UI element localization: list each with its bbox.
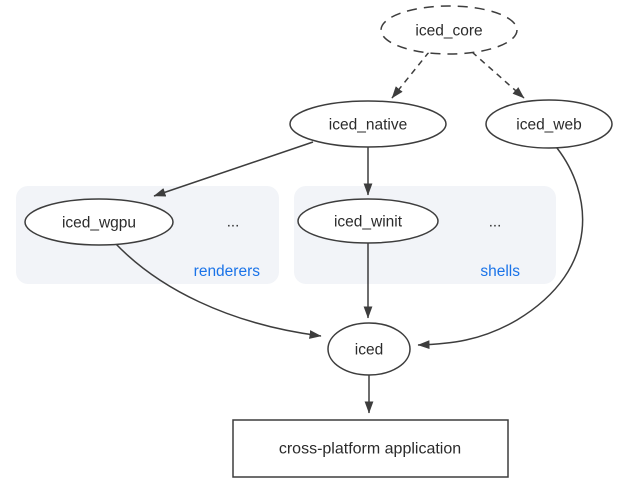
renderers-group-label: renderers [194,263,261,280]
edge-iced_native-to-iced_wgpu [153,141,314,197]
iced_wgpu-ellipse [24,198,174,246]
iced_web-ellipse [485,99,613,149]
edge-iced_web-to-iced [417,147,584,350]
renderers-ellipsis: ... [227,214,240,231]
iced_winit-ellipse [297,198,439,244]
node-iced_native: iced_native [289,100,447,148]
iced-ellipse [327,322,411,376]
iced_native-label: iced_native [329,117,407,134]
edge-iced_core-to-iced_web [471,51,525,99]
shells-ellipsis: ... [489,214,502,231]
iced_winit-label: iced_winit [334,214,403,231]
application-label: cross-platform application [279,441,461,458]
edge-iced_core-to-iced_native [391,51,430,99]
iced_wgpu-label: iced_wgpu [62,215,136,232]
node-iced_winit: iced_winit [297,198,439,244]
iced_native-ellipse [289,100,447,148]
iced_core-ellipse [380,5,518,55]
iced_web-label: iced_web [516,117,582,134]
edge-iced_wgpu-to-iced [114,242,322,339]
application-rect [232,419,509,478]
node-iced_core: iced_core [380,5,518,55]
iced_core-label: iced_core [415,23,482,40]
node-iced_web: iced_web [485,99,613,149]
node-iced: iced [327,322,411,376]
node-application: cross-platform application [232,419,509,478]
shells-group-label: shells [480,263,520,280]
iced-label: iced [355,342,383,359]
node-iced_wgpu: iced_wgpu [24,198,174,246]
